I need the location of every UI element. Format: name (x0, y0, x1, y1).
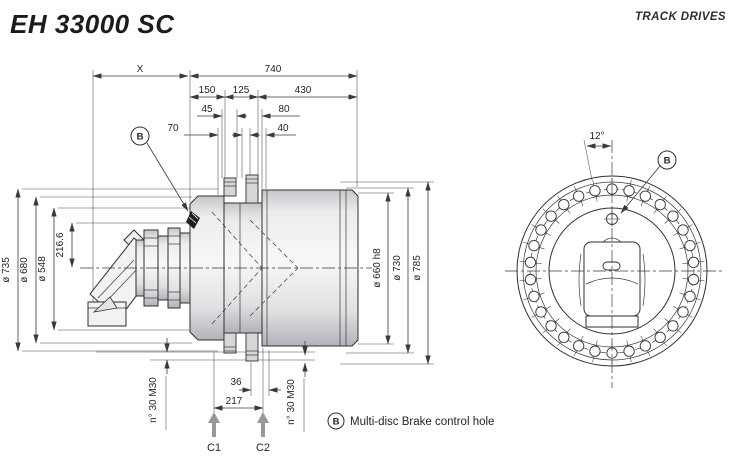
flange-bolt-hole (572, 190, 585, 202)
flange-bolt-hole (572, 340, 585, 352)
dim-730: ø 730 (392, 255, 403, 281)
bolt-holes (519, 178, 705, 364)
flange-bolt-hole (667, 210, 679, 222)
dim-785: ø 785 (412, 255, 423, 281)
dim-430: 430 (295, 85, 312, 96)
port-arrow-c1 (208, 412, 220, 437)
flange-bolt-hole (639, 340, 652, 352)
callout-b-end: B (664, 156, 671, 167)
flange-bolt-hole (623, 185, 635, 197)
side-view-body (80, 174, 372, 362)
right-dimensions: ø 660 h8 ø 730 ø 785 (372, 181, 431, 365)
flange-bolt-hole (654, 199, 666, 211)
legend: B Multi-disc Brake control hole (327, 412, 494, 430)
left-dimensions: ø 735 ø 680 ø 548 216.6 (1, 188, 75, 352)
flange-bolt-hole (589, 185, 601, 197)
flange-bolt-hole (524, 273, 537, 286)
dim-217: 217 (226, 396, 243, 407)
bottom-dimensions: n° 30 M30 n° 30 M30 36 217 C1 C2 (148, 338, 308, 454)
brake-hole-callout: B (130, 126, 200, 229)
dim-216-6: 216.6 (55, 232, 66, 257)
side-view: X 740 150 125 430 45 80 70 40 ø 735 (1, 64, 434, 454)
legend-label: Multi-disc Brake control hole (350, 416, 494, 428)
port-arrow-c2 (257, 412, 269, 437)
legend-callout-b: B (333, 417, 340, 428)
flange-bolt-hole (528, 240, 540, 252)
bolts-right-label: n° 30 M30 (286, 379, 297, 425)
page-title: EH 33000 SC (10, 9, 175, 39)
flange-bolt-hole (687, 273, 700, 286)
dim-12deg: 12° (589, 131, 604, 142)
port-label-c2: C2 (256, 442, 270, 454)
dim-548: ø 548 (37, 256, 48, 282)
flange-bolt-hole (558, 331, 570, 343)
dim-735: ø 735 (1, 257, 12, 283)
flange-bolt-hole (528, 290, 540, 302)
flange-bolt-hole (535, 224, 547, 236)
end-view: 12° B (505, 131, 722, 388)
flange-bolt-hole (667, 320, 679, 332)
flange-bolt-hole (545, 320, 557, 332)
bolts-left-label: n° 30 M30 (148, 377, 159, 423)
dim-40: 40 (277, 123, 289, 134)
flange-bolt-hole (654, 331, 666, 343)
flange-bolt-hole (589, 345, 601, 357)
flange-bolt-hole (524, 256, 537, 269)
extension-lines (22, 70, 434, 432)
dim-45: 45 (201, 104, 213, 115)
dim-660: ø 660 h8 (372, 248, 383, 288)
hidden-lines (211, 211, 299, 325)
flange-bolt-hole (558, 199, 570, 211)
housing-slot (602, 261, 621, 271)
dim-150: 150 (199, 85, 216, 96)
dim-x: X (137, 64, 144, 75)
flange-bolt-hole (623, 345, 635, 357)
angle-dimension: 12° (583, 131, 612, 181)
flange-bolt-hole (684, 240, 696, 252)
corner-label: TRACK DRIVES (635, 11, 726, 23)
flange-bolt-hole (639, 190, 652, 202)
flange-bolt-hole (535, 306, 547, 318)
end-view-callout-b: B (620, 150, 677, 214)
callout-b-side: B (137, 132, 144, 143)
top-dimensions: X 740 150 125 430 45 80 70 40 (92, 64, 358, 138)
dim-36: 36 (230, 377, 242, 388)
flange-bolt-hole (687, 256, 700, 269)
flange-bolt-hole (545, 210, 557, 222)
flange-bolt-hole (677, 224, 689, 236)
flange-bolt-hole (684, 290, 696, 302)
dim-740: 740 (265, 64, 282, 75)
dim-80: 80 (278, 104, 290, 115)
flange-bolt-hole (677, 306, 689, 318)
dim-680: ø 680 (19, 257, 30, 283)
dim-70: 70 (167, 123, 179, 134)
dim-125: 125 (233, 85, 250, 96)
port-label-c1: C1 (207, 442, 221, 454)
